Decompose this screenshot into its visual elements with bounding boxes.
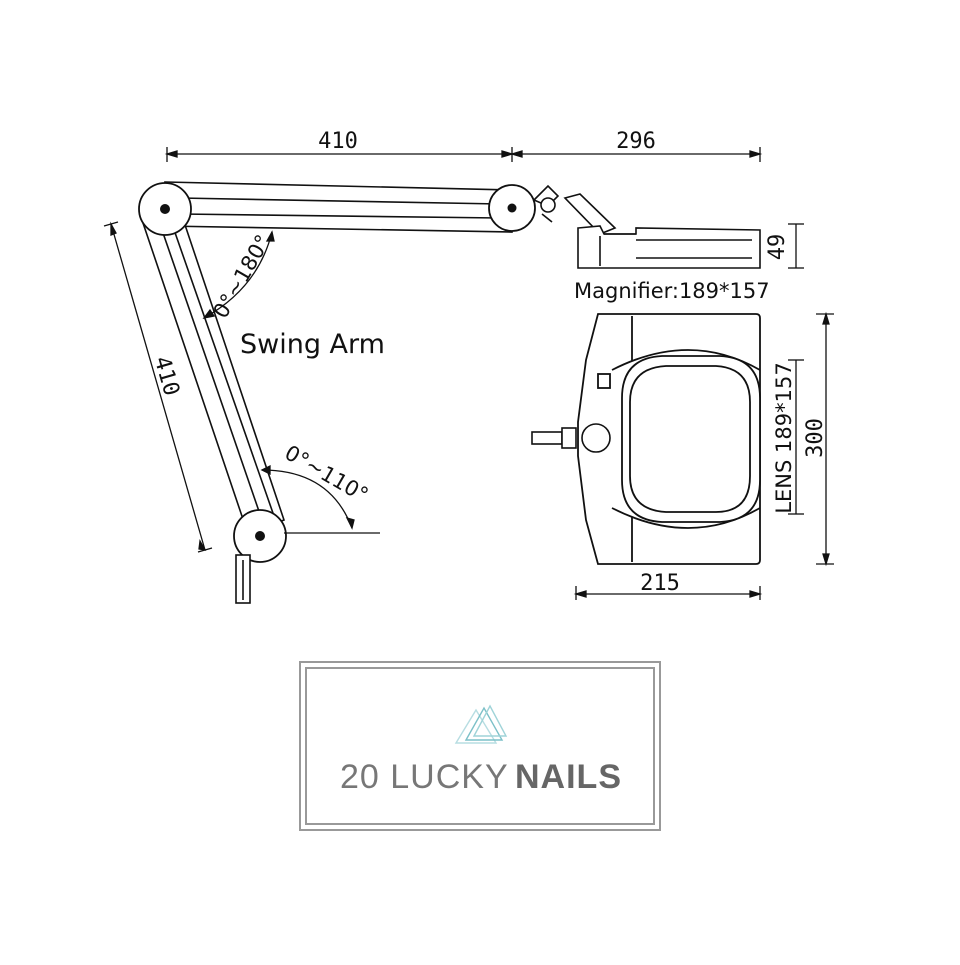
lower-angle-marker (260, 464, 380, 534)
left-dimension-line (103, 221, 213, 553)
lower-joint (233, 509, 287, 563)
brand-name-bold-text: NAILS (515, 758, 622, 796)
upper-left-joint (138, 182, 192, 236)
brand-name-light: 20 LUCKY (340, 758, 509, 796)
upper-right-joint (488, 184, 536, 232)
triangles-logo-icon (454, 704, 508, 744)
upper-arm (164, 181, 513, 233)
brand-logo-box: 20 LUCKY NAILS (299, 661, 661, 831)
adjust-knob (531, 423, 611, 453)
head-front-view (577, 313, 761, 565)
dim-arm-upper: 410 (318, 129, 358, 154)
label-swing-arm: Swing Arm (240, 329, 385, 360)
height-dimension-line (816, 311, 834, 567)
head-side-view (577, 225, 761, 269)
dim-head-height: 300 (803, 418, 828, 458)
dim-head-reach: 296 (616, 129, 656, 154)
dim-arm-lower: 410 (149, 354, 184, 399)
width-dimension-line (573, 586, 763, 600)
dim-head-thickness: 49 (765, 234, 790, 261)
clamp-post (235, 554, 251, 604)
thickness-dimension-line (788, 223, 804, 269)
label-magnifier: Magnifier:189*157 (574, 279, 770, 303)
lens-dimension-line (788, 359, 804, 515)
head-hinge (532, 184, 617, 235)
upper-angle-marker (202, 230, 275, 319)
label-upper-joint-angle: 0°~180° (209, 231, 276, 323)
dim-head-width: 215 (640, 571, 680, 596)
brand-name-bold: NAILS (515, 758, 622, 796)
brand-name-light-text: 20 LUCKY (340, 758, 509, 796)
label-lens: LENS 189*157 (772, 362, 796, 513)
lower-arm (141, 202, 286, 536)
top-dimension-lines (164, 147, 763, 162)
